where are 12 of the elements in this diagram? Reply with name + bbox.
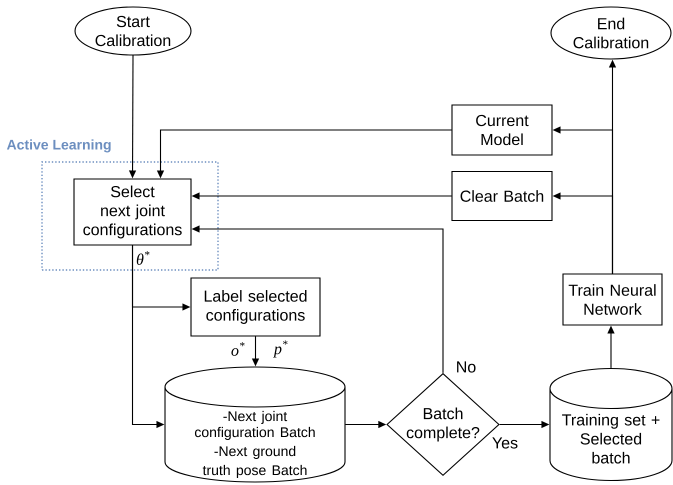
database-cylinder: Training set + Selected batch (549, 368, 673, 482)
signal-label: θ$^{*}$ (136, 251, 150, 265)
database-cylinder: -Next joint configuration Batch -Next ground truth pose Batch (164, 366, 346, 483)
edge-label: No (454, 360, 478, 374)
signal-label: o$^{*}$ (231, 342, 245, 356)
signal-label: p$^{*}$ (273, 340, 288, 358)
process-box: Select next joint configurations (73, 178, 192, 246)
process-box: Label selected configurations (190, 277, 321, 337)
group-heading: Active Learning (6, 139, 111, 152)
process-box: Clear Batch (451, 170, 553, 222)
process-box: Current Model (451, 104, 553, 156)
process-box: Train Neural Network (562, 273, 663, 326)
